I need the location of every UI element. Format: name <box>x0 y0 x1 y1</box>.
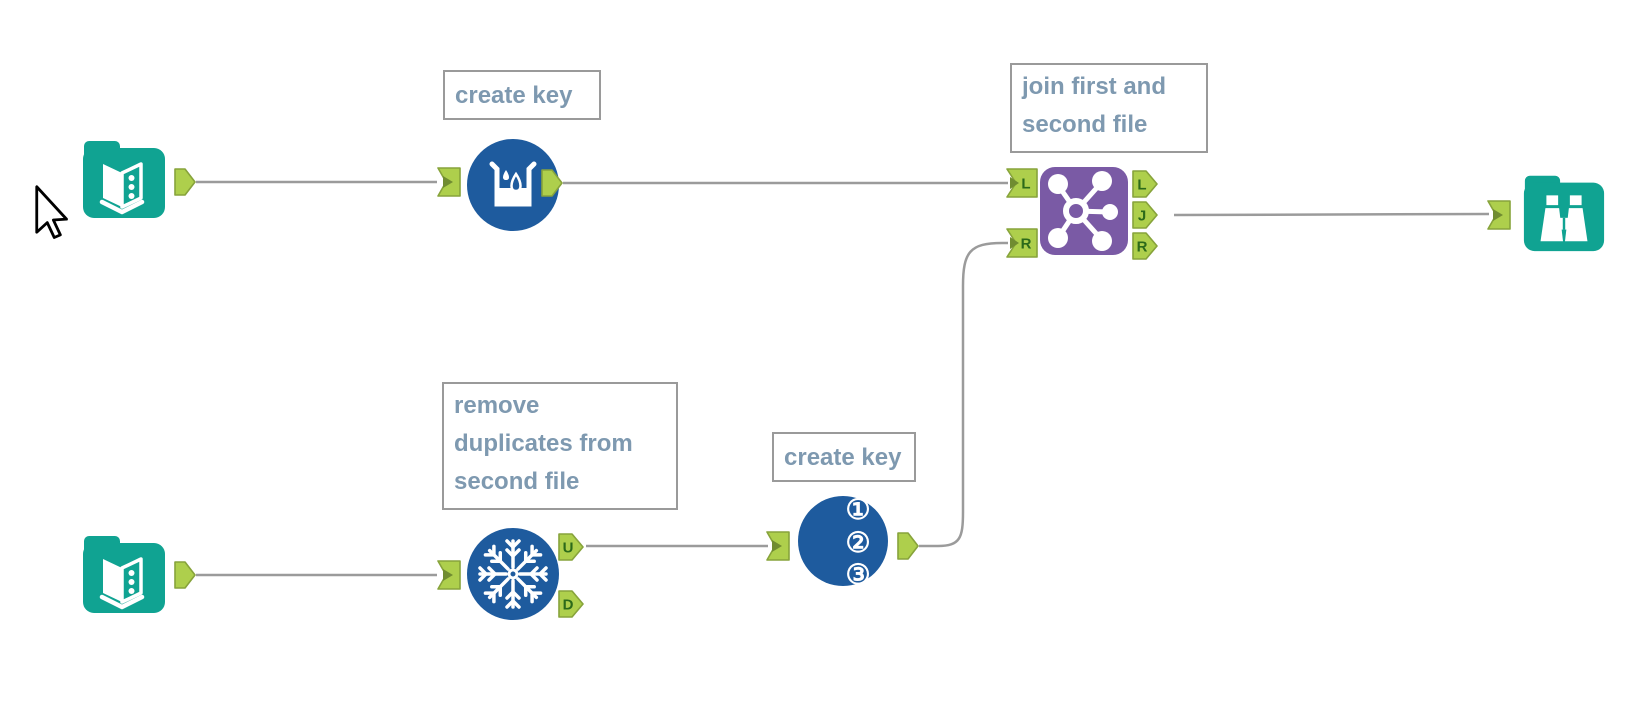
connection-join-j-browse[interactable] <box>1173 212 1490 217</box>
output-anchor-join-right[interactable]: R <box>1132 232 1158 265</box>
output-anchor-record-id[interactable] <box>897 532 919 565</box>
tool-input-data-2[interactable] <box>79 527 169 617</box>
connection-recordid-join-r[interactable] <box>919 241 1008 548</box>
mouse-pointer-icon <box>35 185 68 239</box>
open-book-icon <box>83 141 165 218</box>
output-anchor-unique-u[interactable]: U <box>558 533 584 566</box>
output-anchor-unique-d[interactable]: D <box>558 590 584 623</box>
beaker-drops-icon <box>489 161 537 207</box>
input-anchor-record-id[interactable] <box>766 531 790 566</box>
svg-text:R: R <box>1021 236 1032 253</box>
output-anchor-join-join[interactable]: J <box>1132 201 1158 234</box>
open-book-icon <box>83 536 165 613</box>
input-anchor-join-left[interactable]: L <box>1006 168 1038 203</box>
comment-remove-duplicates[interactable]: remove duplicates from second file <box>442 382 678 510</box>
input-anchor-join-right[interactable]: R <box>1006 228 1038 263</box>
svg-text:U: U <box>563 540 574 557</box>
output-anchor-input2[interactable] <box>174 561 196 594</box>
svg-text:L: L <box>1021 176 1030 193</box>
svg-text:R: R <box>1137 239 1148 256</box>
output-anchor-join-left[interactable]: L <box>1132 170 1158 203</box>
svg-text:D: D <box>563 597 574 614</box>
tool-unique[interactable] <box>467 528 559 620</box>
input-anchor-unique[interactable] <box>437 560 461 595</box>
svg-text:L: L <box>1137 177 1146 194</box>
output-anchor-input1[interactable] <box>174 168 196 201</box>
comment-join-first-and-second-file[interactable]: join first and second file <box>1010 63 1208 153</box>
tool-record-id[interactable]: ① ② ③ <box>798 494 888 590</box>
numbered-circles-icon: ① ② ③ <box>845 494 871 590</box>
comment-create-key-2[interactable]: create key <box>772 432 916 482</box>
network-hub-icon <box>1040 167 1128 255</box>
output-anchor-formula[interactable] <box>541 169 563 202</box>
binoculars-icon <box>1523 175 1605 252</box>
input-anchor-formula[interactable] <box>437 167 461 202</box>
input-anchor-browse[interactable] <box>1487 200 1511 235</box>
comment-create-key-1[interactable]: create key <box>443 70 601 120</box>
tool-browse[interactable] <box>1520 167 1608 255</box>
svg-text:J: J <box>1138 208 1146 225</box>
tool-join[interactable] <box>1040 167 1128 255</box>
tool-input-data-1[interactable] <box>79 132 169 222</box>
snowflake-icon <box>478 539 548 609</box>
